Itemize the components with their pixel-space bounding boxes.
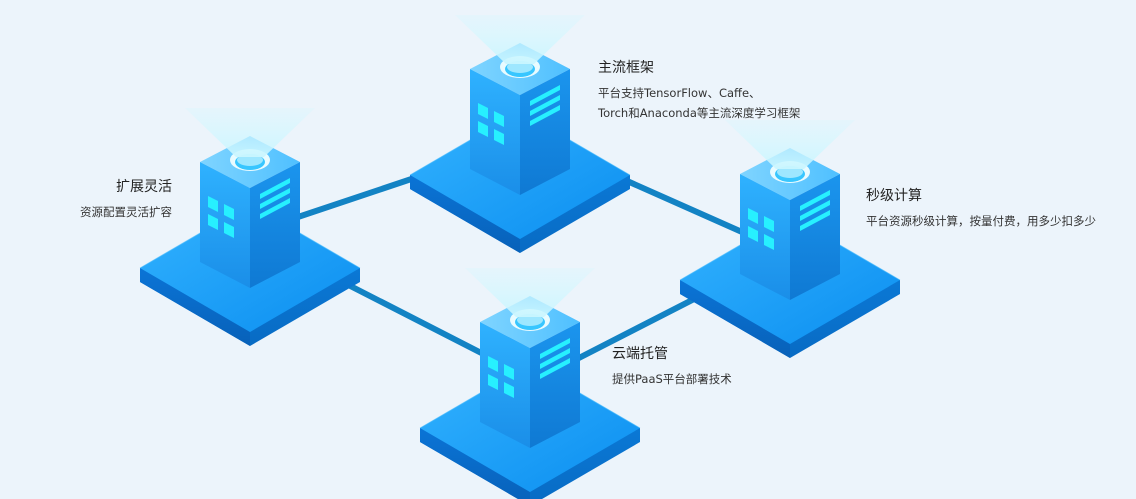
server-building-icon xyxy=(419,268,641,499)
server-building-icon xyxy=(679,120,901,359)
node-description: 平台支持TensorFlow、Caffe、 Torch和Anaconda等主流深… xyxy=(598,86,801,120)
server-building-icon xyxy=(409,15,631,254)
node-title: 秒级计算 xyxy=(866,188,922,204)
node-label-right: 秒级计算 平台资源秒级计算，按量付费，用多少扣多少 xyxy=(866,187,1096,231)
node-description: 平台资源秒级计算，按量付费，用多少扣多少 xyxy=(866,214,1096,228)
light-beam-icon xyxy=(185,108,315,157)
server-building-icon xyxy=(139,108,361,347)
node-label-left: 扩展灵活 资源配置灵活扩容 xyxy=(40,178,172,222)
light-beam-icon xyxy=(455,15,585,64)
node-description: 资源配置灵活扩容 xyxy=(80,205,172,219)
node-description: 提供PaaS平台部署技术 xyxy=(612,372,732,386)
node-title: 主流框架 xyxy=(598,60,654,76)
node-title: 扩展灵活 xyxy=(116,179,172,195)
light-beam-icon xyxy=(725,120,855,169)
node-title: 云端托管 xyxy=(612,346,668,362)
node-label-top: 主流框架 平台支持TensorFlow、Caffe、 Torch和Anacond… xyxy=(598,59,800,123)
light-beam-icon xyxy=(465,268,595,317)
node-label-bottom: 云端托管 提供PaaS平台部署技术 xyxy=(612,345,732,389)
